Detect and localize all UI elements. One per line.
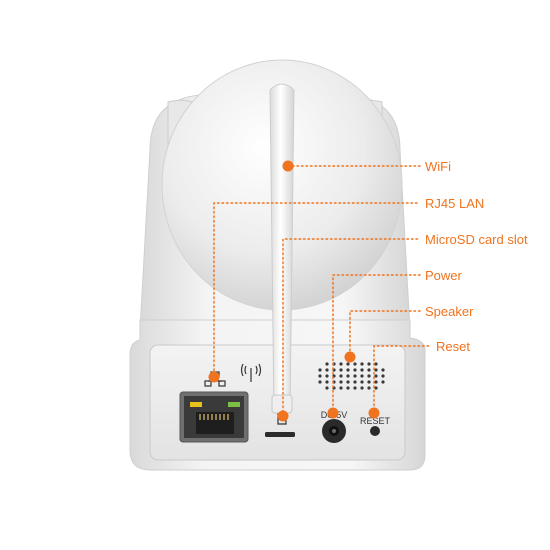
speaker-hole xyxy=(325,362,329,366)
speaker-hole xyxy=(374,374,378,378)
speaker-hole xyxy=(374,368,378,372)
speaker-hole xyxy=(346,374,350,378)
wifi-dot xyxy=(282,160,294,172)
reset-leader xyxy=(373,345,431,411)
speaker-hole xyxy=(346,386,350,390)
dc-power-jack xyxy=(322,419,346,443)
speaker-hole xyxy=(353,380,357,384)
speaker-hole xyxy=(339,362,343,366)
speaker-hole xyxy=(374,380,378,384)
speaker-hole xyxy=(374,386,378,390)
speaker-leader xyxy=(349,310,421,356)
rj45-leader xyxy=(213,202,421,376)
speaker-hole xyxy=(381,380,385,384)
microsd-slot xyxy=(265,432,295,437)
speaker-hole xyxy=(339,380,343,384)
speaker-hole xyxy=(325,380,329,384)
callout-dots xyxy=(208,160,380,422)
callout-microsd: MicroSD card slot xyxy=(425,232,528,247)
callout-power: Power xyxy=(425,268,462,283)
speaker-hole xyxy=(325,374,329,378)
speaker-hole xyxy=(367,368,371,372)
speaker-hole xyxy=(381,374,385,378)
callout-reset: Reset xyxy=(436,339,470,354)
rj45-led-right xyxy=(228,402,240,407)
speaker-hole xyxy=(367,362,371,366)
callout-rj45: RJ45 LAN xyxy=(425,196,485,211)
speaker-hole xyxy=(360,380,364,384)
callout-wifi: WiFi xyxy=(425,159,451,174)
speaker-hole xyxy=(367,386,371,390)
speaker-hole xyxy=(346,362,350,366)
speaker-hole xyxy=(325,386,329,390)
speaker-hole xyxy=(360,374,364,378)
speaker-hole xyxy=(360,362,364,366)
rj45-dot xyxy=(208,371,220,383)
power-leader xyxy=(332,274,421,411)
speaker-hole xyxy=(353,368,357,372)
reset-pinhole xyxy=(370,426,380,436)
speaker-hole xyxy=(353,386,357,390)
speaker-hole xyxy=(353,374,357,378)
rj45-port xyxy=(179,391,249,443)
speaker-hole xyxy=(339,374,343,378)
reset-label: RESET xyxy=(360,416,391,426)
speaker-hole xyxy=(381,368,385,372)
power-dot xyxy=(327,407,339,419)
reset-dot xyxy=(368,407,380,419)
speaker-hole xyxy=(367,374,371,378)
microsd-dot xyxy=(277,410,289,422)
speaker-hole xyxy=(360,368,364,372)
speaker-hole xyxy=(346,368,350,372)
speaker-dot xyxy=(344,351,356,363)
speaker-hole xyxy=(346,380,350,384)
callout-leader-lines xyxy=(213,165,431,413)
wireless-signal-icon xyxy=(240,363,262,382)
speaker-hole xyxy=(318,380,322,384)
rj45-led-left xyxy=(190,402,202,407)
speaker-hole xyxy=(325,368,329,372)
speaker-hole xyxy=(339,386,343,390)
speaker-hole xyxy=(318,374,322,378)
speaker-hole xyxy=(318,368,322,372)
speaker-hole xyxy=(367,380,371,384)
antenna xyxy=(269,83,295,414)
speaker-hole xyxy=(353,362,357,366)
microsd-leader xyxy=(282,238,421,413)
speaker-hole xyxy=(339,368,343,372)
speaker-hole xyxy=(360,386,364,390)
speaker-hole xyxy=(374,362,378,366)
callout-speaker: Speaker xyxy=(425,304,474,319)
